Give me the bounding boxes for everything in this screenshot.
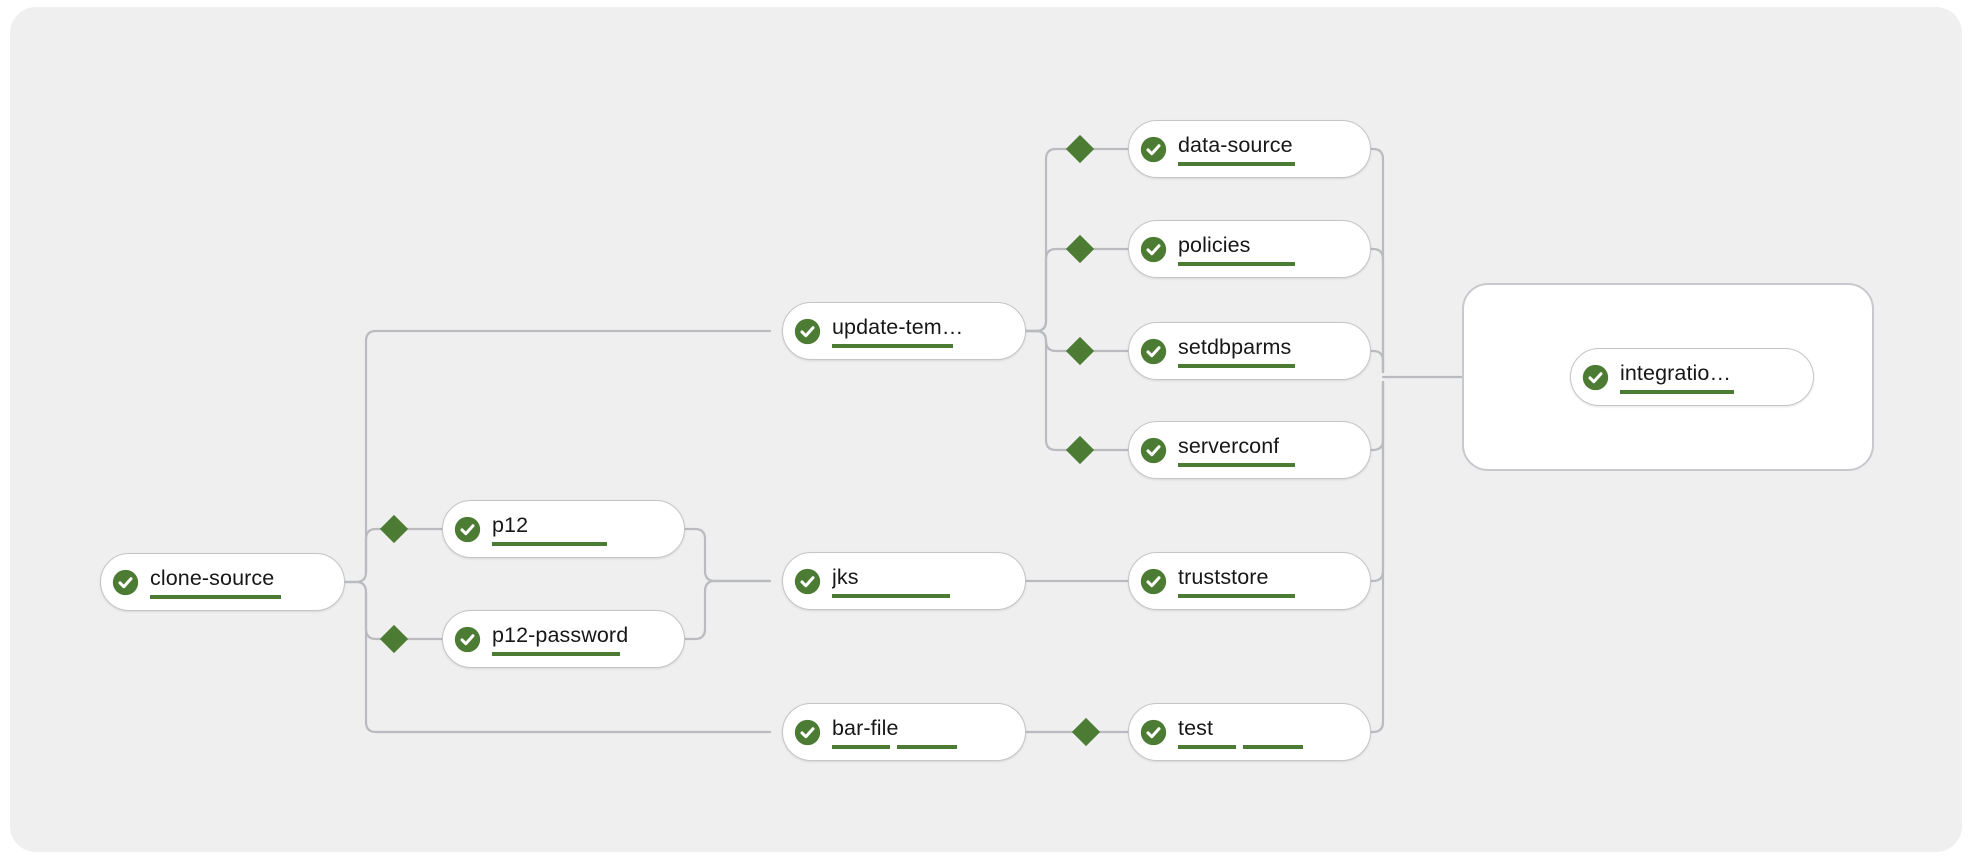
graph-node-p12[interactable]: p12 bbox=[442, 500, 685, 558]
node-progress-underline bbox=[1178, 745, 1303, 749]
node-label: policies bbox=[1178, 235, 1251, 257]
node-text-wrap: update-tem… bbox=[832, 303, 1011, 359]
graph-node-data-source[interactable]: data-source bbox=[1128, 120, 1371, 178]
graph-node-setdbparms[interactable]: setdbparms bbox=[1128, 322, 1371, 380]
check-circle-icon bbox=[1140, 568, 1167, 594]
node-label: data-source bbox=[1178, 135, 1293, 157]
node-text-wrap: clone-source bbox=[150, 554, 330, 610]
check-circle-icon bbox=[112, 569, 139, 595]
node-progress-underline bbox=[492, 652, 620, 656]
node-text-wrap: serverconf bbox=[1178, 422, 1356, 478]
graph-node-clone-source[interactable]: clone-source bbox=[100, 553, 345, 611]
node-progress-underline bbox=[832, 594, 950, 598]
node-progress-underline bbox=[1178, 262, 1295, 266]
graph-node-p12-password[interactable]: p12-password bbox=[442, 610, 685, 668]
node-text-wrap: integratio… bbox=[1620, 349, 1799, 405]
node-label: p12-password bbox=[492, 625, 629, 647]
graph-node-bar-file[interactable]: bar-file bbox=[782, 703, 1026, 761]
graph-node-serverconf[interactable]: serverconf bbox=[1128, 421, 1371, 479]
graph-node-jks[interactable]: jks bbox=[782, 552, 1026, 610]
node-text-wrap: jks bbox=[832, 553, 1011, 609]
node-label: bar-file bbox=[832, 718, 899, 740]
node-text-wrap: p12-password bbox=[492, 611, 670, 667]
check-circle-icon bbox=[1140, 236, 1167, 262]
check-circle-icon bbox=[454, 626, 481, 652]
node-text-wrap: setdbparms bbox=[1178, 323, 1356, 379]
node-progress-underline bbox=[1178, 162, 1295, 166]
node-progress-underline bbox=[492, 542, 607, 546]
check-circle-icon bbox=[794, 719, 821, 745]
node-progress-underline bbox=[832, 745, 957, 749]
check-circle-icon bbox=[1140, 719, 1167, 745]
node-text-wrap: test bbox=[1178, 704, 1356, 760]
check-circle-icon bbox=[1582, 364, 1609, 390]
graph-node-update-template[interactable]: update-tem… bbox=[782, 302, 1026, 360]
node-label: jks bbox=[832, 567, 859, 589]
check-circle-icon bbox=[794, 568, 821, 594]
graph-node-policies[interactable]: policies bbox=[1128, 220, 1371, 278]
node-text-wrap: policies bbox=[1178, 221, 1356, 277]
node-progress-underline bbox=[1178, 594, 1295, 598]
node-progress-underline bbox=[1178, 463, 1295, 467]
node-text-wrap: p12 bbox=[492, 501, 670, 557]
node-label: p12 bbox=[492, 515, 529, 537]
graph-node-integration[interactable]: integratio… bbox=[1570, 348, 1814, 406]
node-progress-underline bbox=[1178, 364, 1295, 368]
check-circle-icon bbox=[1140, 338, 1167, 364]
node-label: update-tem… bbox=[832, 317, 964, 339]
check-circle-icon bbox=[794, 318, 821, 344]
check-circle-icon bbox=[454, 516, 481, 542]
node-label: truststore bbox=[1178, 567, 1269, 589]
node-text-wrap: truststore bbox=[1178, 553, 1356, 609]
graph-node-test[interactable]: test bbox=[1128, 703, 1371, 761]
node-label: clone-source bbox=[150, 568, 275, 590]
node-label: test bbox=[1178, 718, 1214, 740]
node-progress-underline bbox=[1620, 390, 1734, 394]
check-circle-icon bbox=[1140, 437, 1167, 463]
node-label: integratio… bbox=[1620, 363, 1732, 385]
node-progress-underline bbox=[150, 595, 281, 599]
check-circle-icon bbox=[1140, 136, 1167, 162]
graph-node-truststore[interactable]: truststore bbox=[1128, 552, 1371, 610]
node-progress-underline bbox=[832, 344, 953, 348]
node-text-wrap: data-source bbox=[1178, 121, 1356, 177]
node-label: setdbparms bbox=[1178, 337, 1292, 359]
node-label: serverconf bbox=[1178, 436, 1280, 458]
node-text-wrap: bar-file bbox=[832, 704, 1011, 760]
